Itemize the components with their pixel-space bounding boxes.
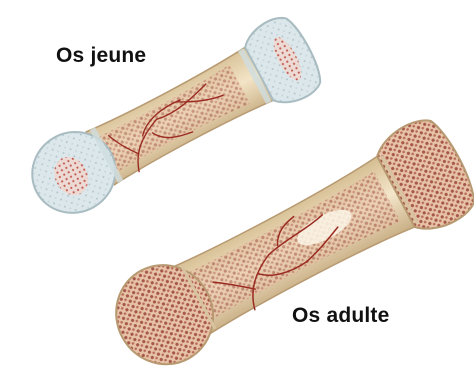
adult-bone-label: Os adulte [292,304,390,328]
young-bone-label: Os jeune [56,44,146,68]
